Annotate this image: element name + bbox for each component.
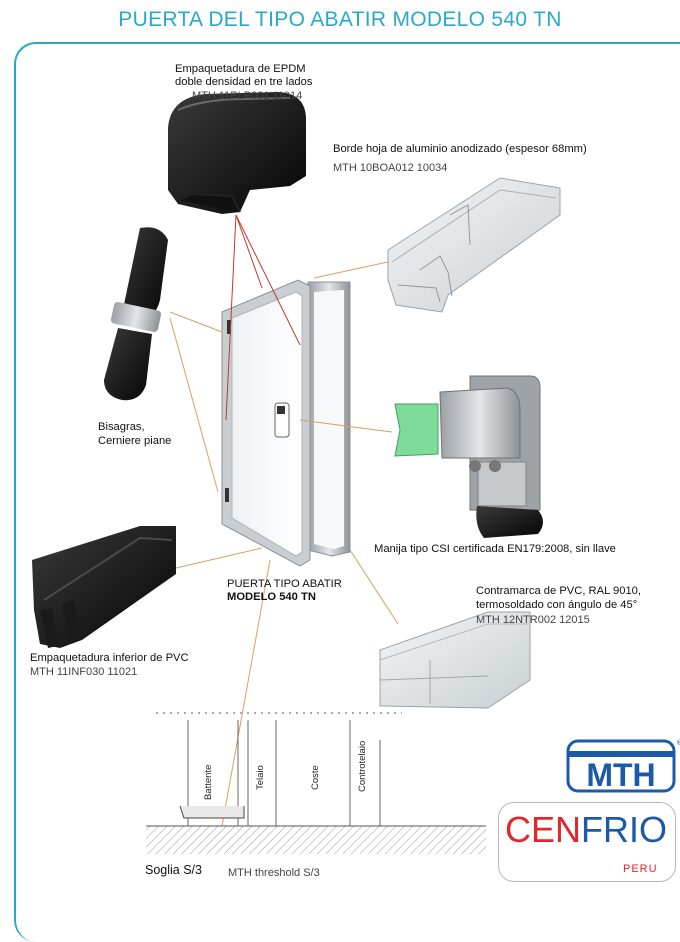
contramarca-code: MTH 12NTR002 12015 [476,614,590,626]
puerta-label-line1: PUERTA TIPO ABATIR [227,578,342,590]
soglia-label: Soglia S/3 [145,863,202,877]
diagram-artwork [32,92,561,854]
svg-text:®: ® [676,739,680,747]
cenfrio-logo-cen: CEN [505,809,582,850]
puerta-label-line2: MODELO 540 TN [227,591,316,603]
pvc-frame-image [379,611,531,709]
inferior-code: MTH 11INF030 11021 [30,666,138,678]
cenfrio-logo-peru: PERU [623,863,658,875]
section-label-telaio: Telaio [255,765,266,790]
handle-image [394,375,543,538]
epdm-label-line2: doble densidad en tre lados [175,76,313,88]
mth-logo: MTH ® [566,737,680,797]
hinge-image [104,227,168,401]
frame-border [14,42,680,942]
section-label-controtelaio: Controtelaio [357,740,368,792]
manija-label: Manija tipo CSI certificada EN179:2008, … [374,543,616,555]
contramarca-label-line2: termosoldado con ángulo de 45° [476,599,638,611]
cenfrio-logo-frio: FRIO [581,809,668,850]
inferior-label: Empaquetadura inferior de PVC [30,652,189,664]
cenfrio-logo: CENFRIO PERU [498,802,676,882]
mth-logo-text: MTH [586,757,655,793]
section-drawing [146,712,486,854]
bisagras-label-line1: Bisagras, [98,421,145,433]
contramarca-label-line1: Contramarca de PVC, RAL 9010, [476,585,641,597]
epdm-code: MTH 11PLP001 11014 [192,90,303,102]
epdm-label-line1: Empaquetadura de EPDM [175,63,306,75]
borde-label: Borde hoja de aluminio anodizado (espeso… [333,143,587,155]
door-image [221,279,351,567]
threshold-label: MTH threshold S/3 [228,867,320,879]
borde-code: MTH 10BOA012 10034 [333,162,448,174]
bisagras-label-line2: Cerniere piane [98,435,172,447]
pvc-gasket-image [32,526,176,648]
section-label-coste: Coste [310,765,321,790]
aluminium-border-image [387,177,561,313]
epdm-gasket-image [168,92,306,214]
section-label-battente: Battente [203,764,214,800]
leader-lines [169,214,399,827]
page-title: PUERTA DEL TIPO ABATIR MODELO 540 TN [118,8,562,31]
